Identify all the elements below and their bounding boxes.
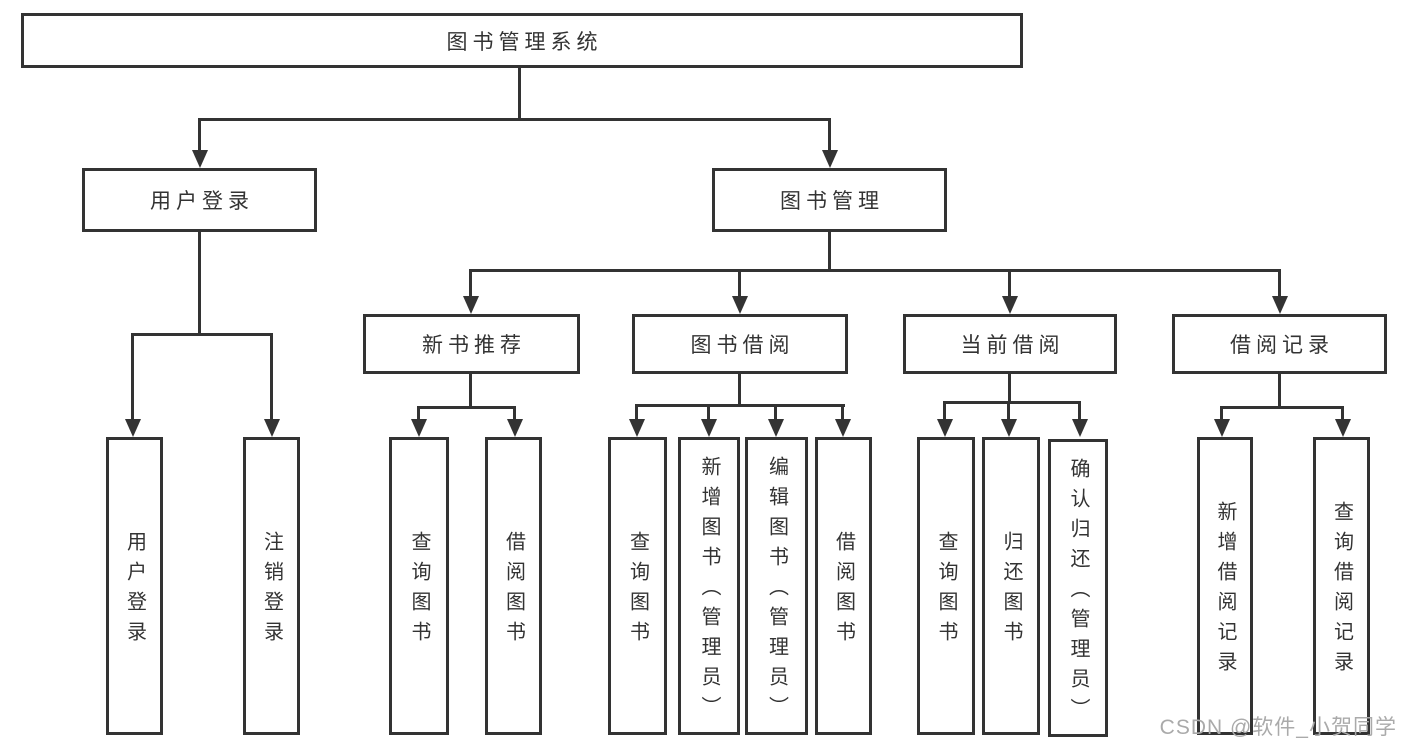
connector-line: [1341, 406, 1344, 421]
arrow-down-icon: [701, 419, 717, 437]
arrow-down-icon: [1335, 419, 1351, 437]
connector-line: [1278, 374, 1281, 409]
leaf-user-login: 用户登录: [106, 437, 163, 735]
connector-line: [1008, 374, 1011, 404]
csdn-watermark: CSDN @软件_小贺同学: [1159, 716, 1397, 739]
connector-line: [198, 232, 201, 336]
connector-line: [1220, 406, 1223, 421]
leaf-query-books-borrowing: 查询图书: [608, 437, 667, 735]
leaf-add-borrow-record: 新增借阅记录: [1197, 437, 1253, 735]
arrow-down-icon: [125, 419, 141, 437]
leaf-return-books-label: 归还图书: [1000, 531, 1022, 651]
connector-line: [469, 269, 472, 298]
connector-line: [841, 404, 844, 421]
connector-line: [828, 232, 831, 272]
connector-line: [738, 374, 741, 407]
arrow-down-icon: [1214, 419, 1230, 437]
arrow-down-icon: [768, 419, 784, 437]
node-borrowing-records-label: 借阅记录: [1230, 334, 1334, 357]
connector-line: [417, 406, 420, 421]
connector-line: [1007, 401, 1010, 421]
arrow-down-icon: [1001, 419, 1017, 437]
arrow-down-icon: [1272, 296, 1288, 314]
leaf-borrow-books-recommend: 借阅图书: [485, 437, 542, 735]
leaf-logout: 注销登录: [243, 437, 300, 735]
connector-line: [774, 404, 777, 421]
arrow-down-icon: [732, 296, 748, 314]
arrow-down-icon: [629, 419, 645, 437]
connector-line: [738, 269, 741, 298]
leaf-edit-books-admin: 编辑图书（管理员）: [745, 437, 808, 735]
connector-line: [417, 406, 516, 409]
node-root: 图书管理系统: [21, 13, 1023, 68]
connector-line: [469, 374, 472, 409]
node-root-label: 图书管理系统: [446, 30, 603, 54]
leaf-borrow-books-recommend-label: 借阅图书: [502, 531, 525, 651]
leaf-confirm-return-admin-label: 确认归还（管理员）: [1067, 458, 1089, 728]
node-current-borrowing: 当前借阅: [903, 314, 1117, 374]
connector-line: [943, 401, 1081, 404]
connector-line: [131, 333, 134, 421]
connector-line: [635, 404, 638, 421]
node-book-management-label: 图书管理: [780, 190, 884, 213]
connector-line: [1278, 269, 1281, 298]
node-user-login: 用户登录: [82, 168, 317, 232]
leaf-add-borrow-record-label: 新增借阅记录: [1214, 501, 1236, 681]
leaf-query-books-recommend: 查询图书: [389, 437, 449, 735]
leaf-return-books: 归还图书: [982, 437, 1040, 735]
arrow-down-icon: [192, 150, 208, 168]
connector-line: [943, 401, 946, 421]
node-book-borrowing-label: 图书借阅: [690, 334, 795, 357]
connector-line: [469, 269, 1281, 272]
arrow-down-icon: [937, 419, 953, 437]
leaf-query-books-current: 查询图书: [917, 437, 975, 735]
arrow-down-icon: [822, 150, 838, 168]
arrow-down-icon: [1072, 419, 1088, 437]
leaf-edit-books-admin-label: 编辑图书（管理员）: [765, 456, 788, 726]
connector-line: [828, 118, 831, 152]
connector-line: [513, 406, 516, 421]
leaf-user-login-label: 用户登录: [123, 531, 146, 651]
arrow-down-icon: [1002, 296, 1018, 314]
connector-line: [270, 333, 273, 421]
leaf-add-books-admin: 新增图书（管理员）: [678, 437, 740, 735]
node-borrowing-records: 借阅记录: [1172, 314, 1387, 374]
connector-line: [1220, 406, 1344, 409]
arrow-down-icon: [835, 419, 851, 437]
leaf-borrow-books-borrowing: 借阅图书: [815, 437, 872, 735]
connector-line: [198, 118, 831, 121]
leaf-query-books-current-label: 查询图书: [935, 531, 957, 651]
connector-line: [198, 118, 201, 152]
connector-line: [1078, 401, 1081, 421]
leaf-query-books-recommend-label: 查询图书: [408, 531, 430, 651]
connector-line: [707, 404, 710, 421]
leaf-logout-label: 注销登录: [260, 531, 283, 651]
connector-line: [1008, 269, 1011, 298]
arrow-down-icon: [411, 419, 427, 437]
arrow-down-icon: [463, 296, 479, 314]
arrow-down-icon: [507, 419, 523, 437]
node-new-book-recommend-label: 新书推荐: [422, 334, 526, 357]
leaf-borrow-books-borrowing-label: 借阅图书: [832, 531, 855, 651]
connector-line: [131, 333, 273, 336]
connector-line: [635, 404, 845, 407]
leaf-query-borrow-record: 查询借阅记录: [1313, 437, 1370, 735]
leaf-add-books-admin-label: 新增图书（管理员）: [698, 456, 720, 726]
node-current-borrowing-label: 当前借阅: [960, 334, 1065, 357]
arrow-down-icon: [264, 419, 280, 437]
node-book-management: 图书管理: [712, 168, 947, 232]
connector-line: [518, 68, 521, 121]
leaf-query-borrow-record-label: 查询借阅记录: [1330, 501, 1353, 681]
node-user-login-label: 用户登录: [150, 190, 254, 213]
node-new-book-recommend: 新书推荐: [363, 314, 580, 374]
leaf-confirm-return-admin: 确认归还（管理员）: [1048, 439, 1108, 737]
node-book-borrowing: 图书借阅: [632, 314, 848, 374]
leaf-query-books-borrowing-label: 查询图书: [626, 531, 649, 651]
